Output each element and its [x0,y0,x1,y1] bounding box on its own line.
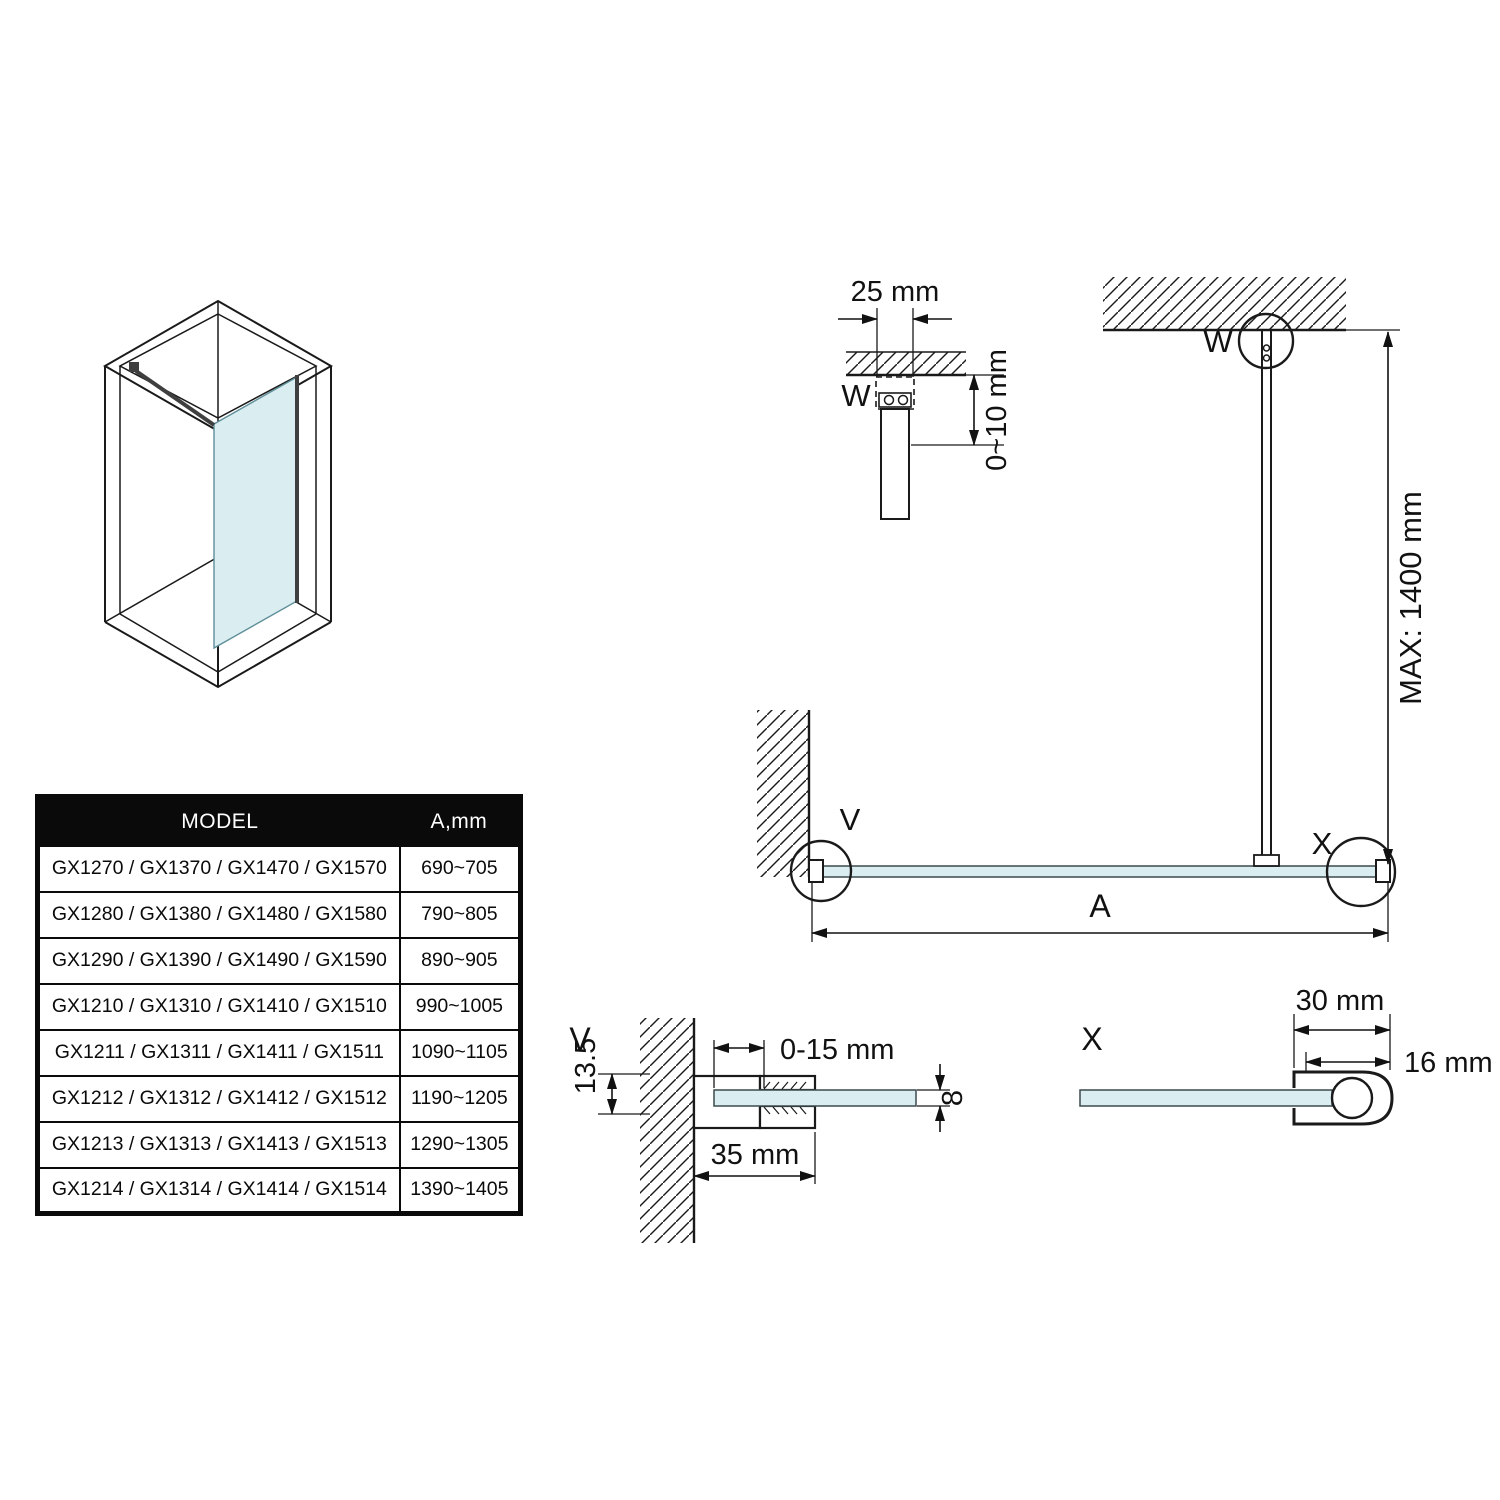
label-v: V [840,802,861,837]
table-header-row: MODEL A,mm [37,796,521,846]
ceiling-hatch [846,352,966,375]
detail-x-view: 30 mm 16 mm X [1079,985,1493,1126]
table-row: GX1280 / GX1380 / GX1480 / GX1580 790~80… [36,890,522,939]
col-header-a-mm: A,mm [399,796,521,846]
bracket-dashed-outline [875,376,915,410]
model-cell: GX1213 / GX1313 / GX1413 / GX1513 [36,1120,401,1169]
detail-w-label: W [841,378,871,413]
model-cell: GX1270 / GX1370 / GX1470 / GX1570 [36,844,401,893]
callout-circle-w [1237,312,1295,370]
glass-panel-x [1079,1089,1333,1107]
end-profile-outline [1292,1070,1394,1126]
a-mm-cell: 1090~1105 [398,1028,522,1077]
dim-13-5-label: 13.5 [570,1038,602,1094]
label-x: X [1312,826,1333,861]
a-mm-cell: 990~1005 [398,982,522,1031]
a-mm-cell: 890~905 [398,936,522,985]
model-cell: GX1210 / GX1310 / GX1410 / GX1510 [36,982,401,1031]
col-header-model: MODEL [37,796,400,846]
callout-circle-x [1325,836,1397,908]
dim-a-label: A [1089,888,1111,924]
bar-screw [1262,344,1271,352]
detail-v-label: V [569,1021,591,1057]
detail-w-callout: 25 mm 0~10 mm W [838,276,1013,520]
dim-8-label: 8 [937,1090,969,1106]
dim-25mm-label: 25 mm [851,276,940,308]
bracket-screw [897,394,909,406]
model-cell: GX1214 / GX1314 / GX1414 / GX1514 [36,1166,401,1215]
end-profile-tube [1330,1076,1374,1120]
model-cell: GX1212 / GX1312 / GX1412 / GX1512 [36,1074,401,1123]
dim-16mm-label: 16 mm [1404,1047,1493,1079]
a-mm-cell: 690~705 [398,844,522,893]
table-row: GX1213 / GX1313 / GX1413 / GX1513 1290~1… [36,1120,522,1169]
table-row: GX1210 / GX1310 / GX1410 / GX1510 990~10… [36,982,522,1031]
bar-screw [1262,354,1271,362]
a-mm-cell: 1290~1305 [398,1120,522,1169]
extension-lines-13-5 [598,1073,650,1115]
table-row: GX1211 / GX1311 / GX1411 / GX1511 1090~1… [36,1028,522,1077]
detail-v-view: 13.5 0-15 mm 35 mm 8 V [569,1018,969,1243]
glass-panel-plan [808,865,1389,878]
bracket-screw [883,394,895,406]
ceiling-wall-hatch [1103,277,1346,330]
dim-0-15-label: 0-15 mm [780,1034,894,1066]
iso-bar-wall-mount [129,362,139,372]
table-row: GX1290 / GX1390 / GX1490 / GX1590 890~90… [36,936,522,985]
callout-circle-v [789,839,853,903]
wall-profile-plan [808,859,824,883]
bar-glass-clamp [1253,854,1280,867]
isometric-shower-drawing [102,299,334,689]
model-cell: GX1290 / GX1390 / GX1490 / GX1590 [36,936,401,985]
grip-texture [763,1081,807,1115]
table-row: GX1212 / GX1312 / GX1412 / GX1512 1190~1… [36,1074,522,1123]
table-row: GX1270 / GX1370 / GX1470 / GX1570 690~70… [36,844,522,893]
side-wall-hatch [757,710,809,877]
plan-view: W V X A MAX: 1400 mm [757,277,1428,942]
glass-panel-v [713,1089,917,1107]
iso-glass-panel [213,375,298,650]
dim-0-10mm-label: 0~10 mm [981,349,1013,471]
iso-support-bar [134,369,216,427]
a-mm-cell: 790~805 [398,890,522,939]
model-table-container: MODEL A,mm GX1270 / GX1370 / GX1470 / GX… [35,794,523,1216]
a-mm-cell: 1190~1205 [398,1074,522,1123]
wall-hatch-v [640,1018,694,1243]
detail-x-label: X [1081,1021,1102,1057]
model-cell: GX1211 / GX1311 / GX1411 / GX1511 [36,1028,401,1077]
model-table: MODEL A,mm GX1270 / GX1370 / GX1470 / GX… [35,794,523,1216]
dim-30mm-label: 30 mm [1296,985,1385,1017]
dim-35mm-label: 35 mm [711,1139,800,1171]
wall-profile-bottom-jaw [758,1104,817,1130]
label-w: W [1203,324,1233,359]
a-mm-cell: 1390~1405 [398,1166,522,1215]
dim-max-1400-label: MAX: 1400 mm [1393,491,1428,705]
support-pole-section [880,408,910,520]
model-cell: GX1280 / GX1380 / GX1480 / GX1580 [36,890,401,939]
table-row: GX1214 / GX1314 / GX1414 / GX1514 1390~1… [36,1166,522,1215]
